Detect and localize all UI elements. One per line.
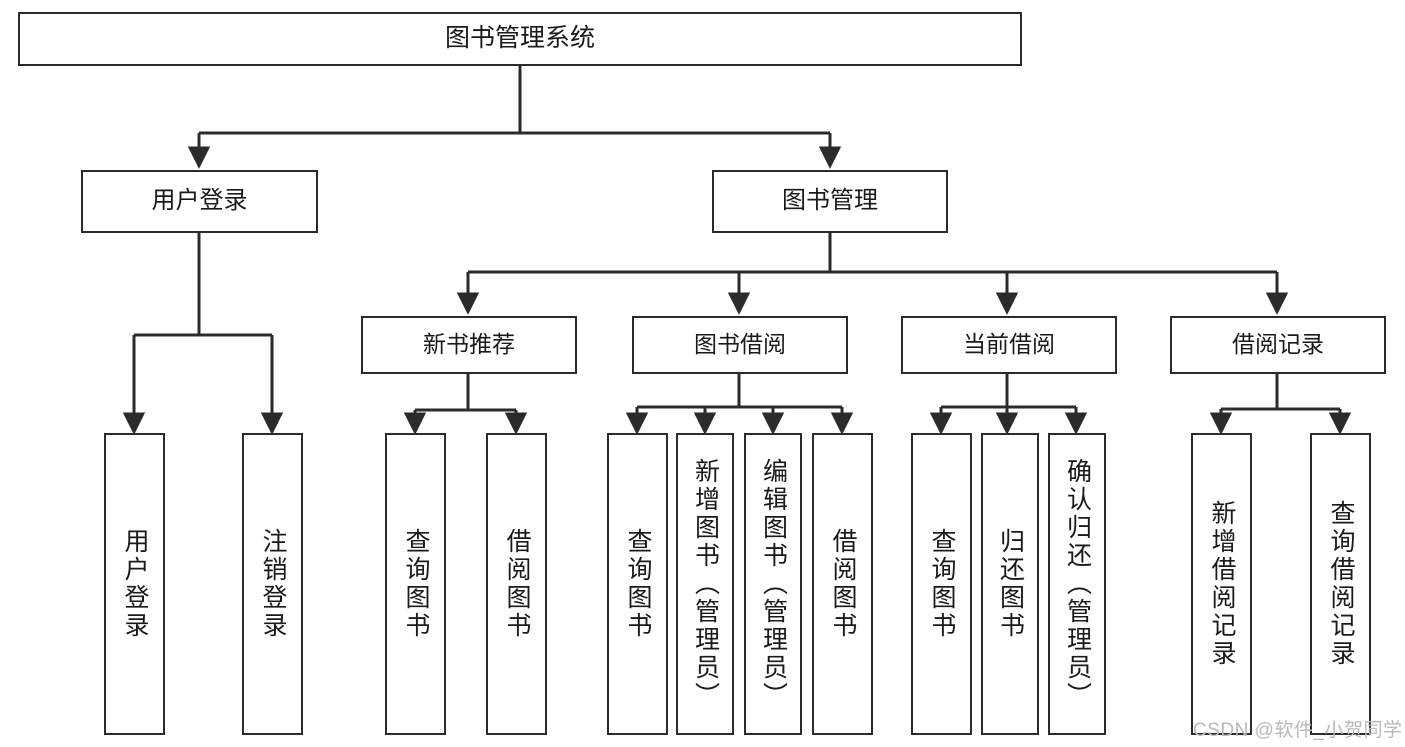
leaf-bookborrow-borrow-book[interactable]: 借阅图书 <box>812 433 873 735</box>
node-label: 查询图书 <box>402 528 430 640</box>
leaf-currentborrow-return-book[interactable]: 归还图书 <box>981 433 1039 735</box>
node-label: 图书管理系统 <box>444 24 595 53</box>
node-new-book-recommend[interactable]: 新书推荐 <box>361 316 577 374</box>
node-user-login[interactable]: 用户登录 <box>81 170 318 233</box>
csdn-watermark: CSDN @软件_小贺同学 <box>1193 720 1403 741</box>
node-label: 新增借阅记录 <box>1208 500 1236 668</box>
node-book-management[interactable]: 图书管理 <box>712 170 948 233</box>
leaf-user-login-logout[interactable]: 注销登录 <box>242 433 303 735</box>
leaf-newbook-borrow-book[interactable]: 借阅图书 <box>486 433 547 735</box>
node-label: 新书推荐 <box>423 331 515 358</box>
node-label: 归还图书 <box>996 528 1025 640</box>
node-label: 图书管理 <box>782 187 878 215</box>
node-label: 借阅记录 <box>1232 331 1324 358</box>
leaf-borrowrecord-add-record[interactable]: 新增借阅记录 <box>1191 433 1252 735</box>
node-label: 用户登录 <box>121 528 149 640</box>
node-label: 编辑图书（管理员） <box>759 458 788 710</box>
node-book-borrow[interactable]: 图书借阅 <box>632 316 848 374</box>
node-label: 图书借阅 <box>694 331 786 358</box>
node-label: 当前借阅 <box>963 331 1055 358</box>
leaf-bookborrow-query-book[interactable]: 查询图书 <box>607 433 668 735</box>
node-label: 用户登录 <box>151 187 248 215</box>
node-borrow-record[interactable]: 借阅记录 <box>1170 316 1386 374</box>
node-label: 查询借阅记录 <box>1327 500 1355 668</box>
node-label: 借阅图书 <box>829 528 857 640</box>
node-label: 借阅图书 <box>503 528 531 640</box>
leaf-bookborrow-add-book-admin[interactable]: 新增图书（管理员） <box>676 433 734 735</box>
leaf-currentborrow-confirm-return-admin[interactable]: 确认归还（管理员） <box>1048 433 1106 735</box>
node-label: 查询图书 <box>928 528 956 640</box>
node-label: 新增图书（管理员） <box>691 458 720 710</box>
node-label: 查询图书 <box>624 528 652 640</box>
node-root-system[interactable]: 图书管理系统 <box>18 12 1022 66</box>
leaf-user-login-login[interactable]: 用户登录 <box>104 433 165 735</box>
leaf-currentborrow-query-book[interactable]: 查询图书 <box>911 433 972 735</box>
node-current-borrow[interactable]: 当前借阅 <box>901 316 1117 374</box>
leaf-borrowrecord-query-record[interactable]: 查询借阅记录 <box>1310 433 1371 735</box>
leaf-newbook-query-book[interactable]: 查询图书 <box>385 433 446 735</box>
node-label: 注销登录 <box>259 528 287 640</box>
leaf-bookborrow-edit-book-admin[interactable]: 编辑图书（管理员） <box>744 433 802 735</box>
node-label: 确认归还（管理员） <box>1063 458 1092 710</box>
